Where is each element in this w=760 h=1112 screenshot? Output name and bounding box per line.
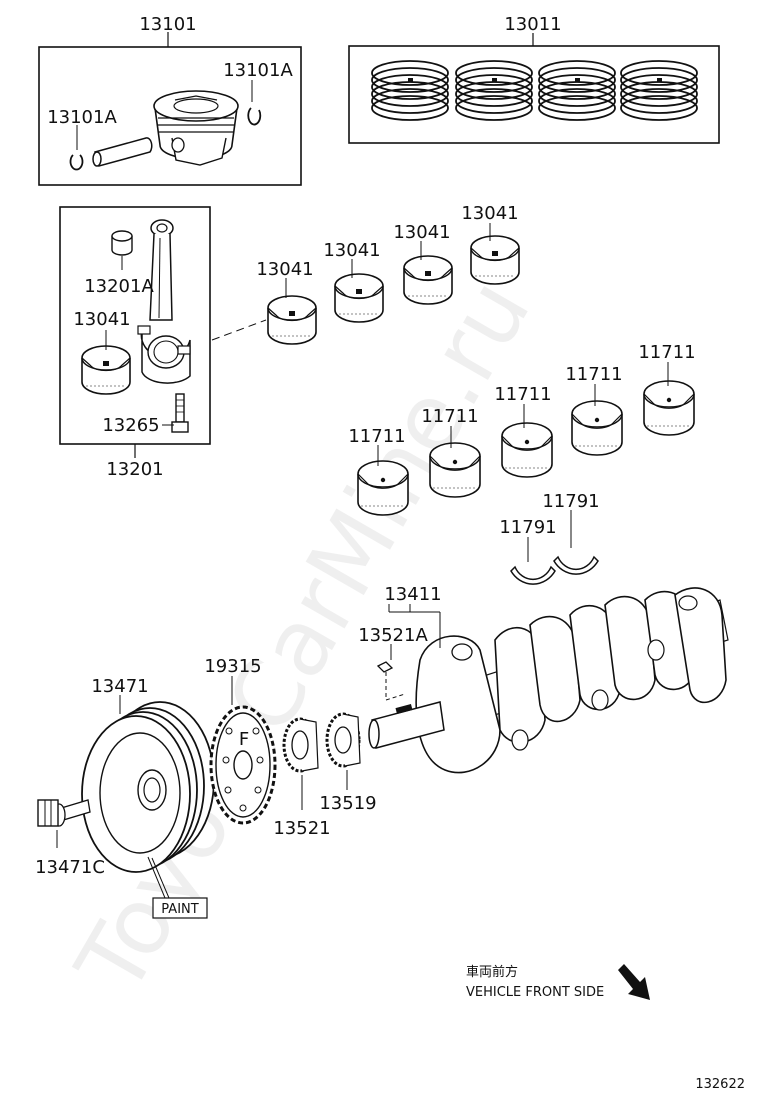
crank-pulley-drawing[interactable]	[81, 701, 215, 873]
plate-mark: F	[239, 729, 249, 750]
conrod-bolt-drawing	[171, 393, 189, 433]
label-conrod: 13201	[106, 459, 163, 480]
ring-set-3	[538, 60, 616, 121]
label-gear-13519: 13519	[319, 793, 376, 814]
main-bearing-4-drawing[interactable]	[571, 400, 623, 456]
label-conrod-bearing-1: 13041	[256, 259, 313, 280]
conrod-bearing-2-drawing[interactable]	[334, 273, 384, 323]
timing-gear-drawing[interactable]	[282, 717, 319, 773]
label-piston: 13101	[139, 14, 196, 35]
main-bearing-3-drawing[interactable]	[501, 422, 553, 478]
conrod-group[interactable]	[59, 206, 211, 458]
label-conrod-bearing-4: 13041	[461, 203, 518, 224]
conrod-bushing-drawing	[111, 230, 133, 256]
conrod-bearing-3-drawing[interactable]	[403, 255, 453, 305]
direction-english: VEHICLE FRONT SIDE	[466, 985, 604, 1000]
label-thrust-washer-1: 11791	[499, 517, 556, 538]
piston-clip-left-drawing	[69, 154, 84, 171]
paint-label: PAINT	[161, 902, 198, 917]
piston-rings-box	[348, 45, 720, 144]
conrod-drawing	[137, 219, 191, 384]
thrust-washer-1-drawing[interactable]	[510, 566, 556, 585]
pulley-bolt-drawing[interactable]	[37, 799, 91, 827]
conrod-bearing-1-drawing[interactable]	[267, 295, 317, 345]
label-conrod-bushing: 13201A	[84, 276, 154, 297]
paint-callout-box	[152, 897, 208, 919]
label-main-bearing-2: 11711	[421, 406, 478, 427]
gear-13519-drawing[interactable]	[325, 712, 361, 768]
crankshaft-drawing[interactable]	[368, 587, 729, 774]
conrod-leader	[211, 319, 267, 341]
label-conrod-bearing-in-box: 13041	[73, 309, 130, 330]
direction-japanese: 車両前方	[466, 964, 518, 980]
label-crank-pulley: 13471	[91, 676, 148, 697]
piston-rings-group[interactable]	[348, 33, 720, 144]
label-conrod-bearing-2: 13041	[323, 240, 380, 261]
piston-group[interactable]	[38, 32, 302, 186]
conrod-bearing-in-box-drawing	[81, 345, 131, 395]
label-main-bearing-3: 11711	[494, 384, 551, 405]
crankshaft-key-drawing[interactable]	[376, 661, 406, 701]
label-main-bearing-1: 11711	[348, 426, 405, 447]
main-bearing-2-drawing[interactable]	[429, 442, 481, 498]
main-bearing-1-drawing[interactable]	[357, 460, 409, 516]
label-main-bearing-4: 11711	[565, 364, 622, 385]
front-arrow-icon	[618, 964, 650, 1000]
label-sensor-plate: 19315	[204, 656, 261, 677]
main-bearing-5-drawing[interactable]	[643, 380, 695, 436]
label-conrod-bearing-3: 13041	[393, 222, 450, 243]
label-main-bearing-5: 11711	[638, 342, 695, 363]
piston-drawing	[153, 90, 239, 166]
label-timing-gear: 13521	[273, 818, 330, 839]
label-piston-rings: 13011	[504, 14, 561, 35]
label-crankshaft-key: 13521A	[358, 625, 428, 646]
thrust-washer-2-drawing[interactable]	[553, 556, 599, 575]
ring-set-2	[455, 60, 533, 121]
label-piston-pin-clip-right: 13101A	[223, 60, 293, 81]
conrod-bearing-4-drawing[interactable]	[470, 235, 520, 285]
label-pulley-bolt: 13471C	[35, 857, 105, 878]
ring-set-4	[620, 60, 698, 121]
diagram-number: 132622	[695, 1077, 745, 1092]
piston-pin-drawing	[92, 137, 153, 167]
label-piston-pin-clip-left: 13101A	[47, 107, 117, 128]
ring-set-1	[371, 60, 449, 121]
label-thrust-washer-2: 11791	[542, 491, 599, 512]
label-crankshaft: 13411	[384, 584, 441, 605]
piston-group-box	[38, 46, 302, 186]
sensor-plate-drawing[interactable]	[209, 705, 277, 825]
label-conrod-bolt: 13265	[102, 415, 159, 436]
piston-clip-right-drawing	[247, 107, 262, 126]
